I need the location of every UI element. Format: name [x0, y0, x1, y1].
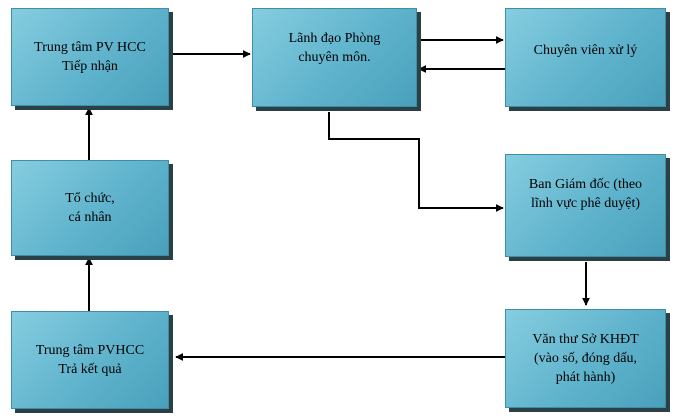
node-result-center: Trung tâm PVHCC Trả kết quả [11, 311, 169, 409]
node-text-line: Tổ chức, [65, 191, 115, 206]
node-director-board-label: Ban Giám đốc (theo lĩnh vực phê duyệt) [529, 175, 642, 213]
node-reception: Trung tâm PV HCC Tiếp nhận [11, 8, 169, 106]
node-department-lead-label: Lãnh đạo Phòng chuyên môn. [289, 29, 381, 67]
node-applicant: Tổ chức, cá nhân [11, 160, 169, 256]
node-text-line: (vào số, đóng dấu, [533, 351, 638, 366]
node-text-line: Văn thư Sở KHĐT [532, 332, 639, 347]
node-result-center-label: Trung tâm PVHCC Trả kết quả [36, 341, 144, 379]
arrow-department-lead-to-director-board [328, 112, 504, 212]
node-text-line: phát hành) [555, 370, 616, 385]
node-clerk-label: Văn thư Sở KHĐT (vào số, đóng dấu, phát … [532, 330, 638, 387]
node-department-lead: Lãnh đạo Phòng chuyên môn. [252, 8, 417, 107]
node-specialist-label: Chuyên viên xử lý [534, 41, 638, 60]
node-specialist: Chuyên viên xử lý [505, 8, 666, 107]
node-director-board: Ban Giám đốc (theo lĩnh vực phê duyệt) [505, 154, 666, 257]
node-reception-label: Trung tâm PV HCC Tiếp nhận [34, 38, 146, 76]
node-text-line: Chuyên viên xử lý [533, 43, 638, 58]
node-text-line: Trả kết quả [58, 362, 122, 377]
node-text-line: Ban Giám đốc (theo [528, 177, 643, 192]
node-text-line: lĩnh vực phê duyệt) [530, 196, 641, 211]
node-clerk: Văn thư Sở KHĐT (vào số, đóng dấu, phát … [505, 309, 666, 408]
node-text-line: Trung tâm PVHCC [35, 343, 145, 358]
node-text-line: chuyên môn. [298, 50, 371, 65]
node-text-line: cá nhân [68, 210, 112, 225]
node-text-line: Tiếp nhận [62, 59, 118, 74]
node-text-line: Lãnh đạo Phòng [288, 31, 381, 46]
node-applicant-label: Tổ chức, cá nhân [65, 189, 115, 227]
node-text-line: Trung tâm PV HCC [34, 40, 146, 55]
